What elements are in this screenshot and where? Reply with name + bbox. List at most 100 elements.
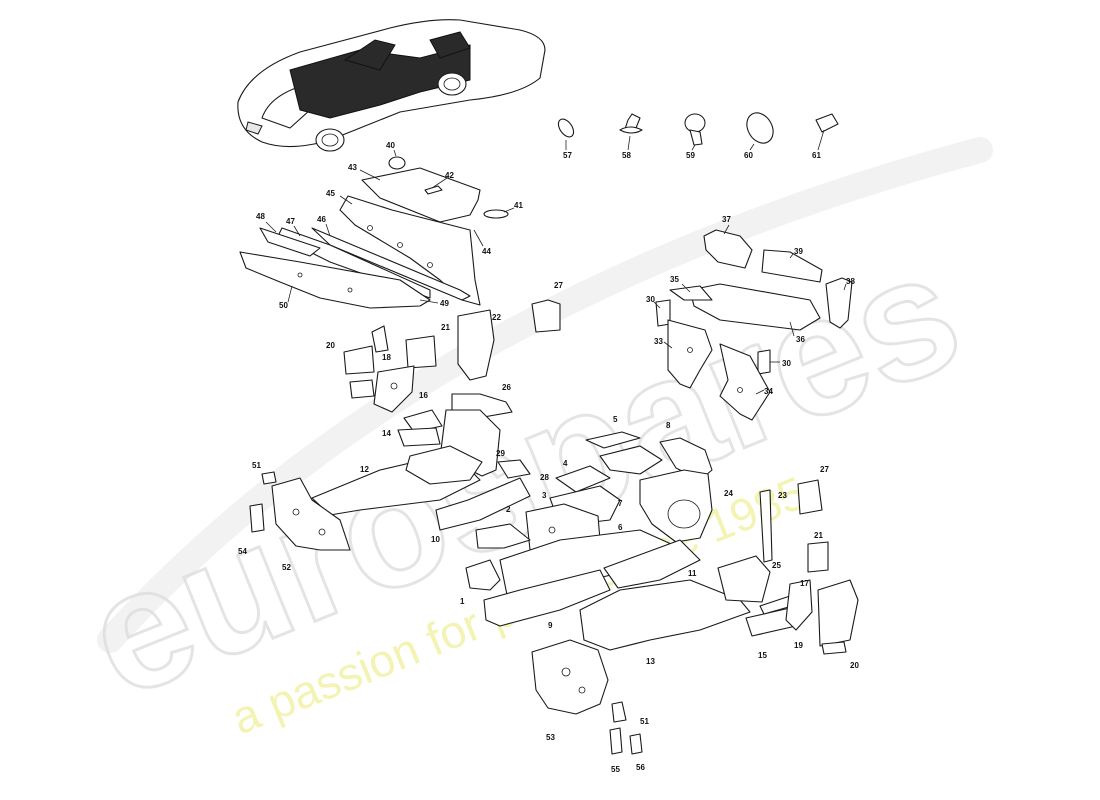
callout-labels: 57 58 59 60 61 40 43 42 41 44 45 46 47 4… (238, 141, 859, 774)
part-60-cover-pad[interactable] (742, 108, 779, 148)
callout-30-lower: 30 (782, 359, 791, 368)
callout-40: 40 (386, 141, 395, 150)
callout-59: 59 (686, 151, 695, 160)
part-51-upper[interactable] (261, 471, 277, 485)
part-12-upper[interactable] (405, 445, 483, 485)
part-33[interactable] (667, 319, 713, 389)
part-50[interactable] (239, 251, 431, 309)
callout-58: 58 (622, 151, 631, 160)
callout-52: 52 (282, 563, 291, 572)
part-2[interactable] (475, 523, 531, 549)
callout-53: 53 (546, 733, 555, 742)
part-19[interactable] (785, 579, 813, 631)
part-57-grommet[interactable] (555, 116, 576, 139)
callout-13: 13 (646, 657, 655, 666)
callout-19: 19 (794, 641, 803, 650)
part-10[interactable] (435, 477, 531, 531)
callout-4: 4 (563, 459, 568, 468)
callout-35: 35 (670, 275, 679, 284)
callout-29: 29 (496, 449, 505, 458)
callout-48: 48 (256, 212, 265, 221)
callout-27-right: 27 (820, 465, 829, 474)
callout-34: 34 (764, 387, 773, 396)
callout-47: 47 (286, 217, 295, 226)
part-21-right[interactable] (807, 541, 829, 573)
callout-57: 57 (563, 151, 572, 160)
part-35[interactable] (669, 285, 713, 301)
part-4[interactable] (555, 465, 611, 493)
part-51-lower[interactable] (611, 701, 627, 723)
part-27-right[interactable] (797, 479, 823, 515)
part-11[interactable] (603, 539, 701, 589)
part-18-strip[interactable] (371, 325, 389, 353)
callout-21-right: 21 (814, 531, 823, 540)
callout-7: 7 (618, 499, 623, 508)
callout-43: 43 (348, 163, 357, 172)
callout-41: 41 (514, 201, 523, 210)
callout-46: 46 (317, 215, 326, 224)
part-28[interactable] (497, 459, 531, 479)
callout-37: 37 (722, 215, 731, 224)
part-46[interactable] (311, 227, 471, 301)
part-8-upper[interactable] (659, 437, 713, 481)
callout-30-upper: 30 (646, 295, 655, 304)
part-20-left-pad[interactable] (349, 379, 375, 399)
part-39[interactable] (761, 249, 823, 283)
part-30-lower[interactable] (757, 349, 771, 375)
part-21-left[interactable] (405, 335, 437, 369)
right-tunnel-group (475, 431, 713, 557)
part-25[interactable] (717, 555, 771, 603)
part-27-centre[interactable] (531, 299, 561, 333)
part-36[interactable] (689, 283, 821, 331)
part-20-left[interactable] (343, 345, 375, 375)
callout-44: 44 (482, 247, 491, 256)
fixings-row (555, 108, 839, 148)
part-52[interactable] (271, 477, 351, 551)
callout-61: 61 (812, 151, 821, 160)
callout-8: 8 (666, 421, 671, 430)
part-20-right[interactable] (817, 579, 859, 647)
part-61-bracket[interactable] (815, 113, 839, 133)
part-54[interactable] (249, 503, 265, 533)
callout-18: 18 (382, 353, 391, 362)
part-59-push-clip[interactable] (684, 113, 706, 146)
callout-17: 17 (800, 579, 809, 588)
part-20-right-pad[interactable] (821, 641, 847, 655)
part-55[interactable] (609, 727, 623, 755)
callout-33: 33 (654, 337, 663, 346)
part-58-clip[interactable] (619, 113, 643, 134)
part-23[interactable] (759, 489, 773, 563)
rear-quarter-group (655, 299, 771, 421)
leader-lines (265, 129, 847, 395)
part-38[interactable] (825, 277, 853, 329)
part-22[interactable] (457, 309, 495, 381)
part-43[interactable] (361, 167, 481, 223)
part-9[interactable] (483, 569, 611, 627)
part-4-upper[interactable] (599, 445, 663, 475)
callout-14: 14 (382, 429, 391, 438)
callout-1: 1 (460, 597, 465, 606)
part-5[interactable] (585, 431, 641, 449)
callout-28: 28 (540, 473, 549, 482)
callout-12: 12 (360, 465, 369, 474)
callout-11: 11 (688, 569, 697, 578)
part-56[interactable] (629, 733, 643, 755)
floor-tunnel-group (311, 299, 561, 531)
part-53[interactable] (531, 639, 609, 715)
callout-49: 49 (440, 299, 449, 308)
callout-23: 23 (778, 491, 787, 500)
part-16[interactable] (403, 409, 443, 433)
part-1[interactable] (465, 559, 501, 591)
part-13[interactable] (579, 579, 751, 651)
part-41[interactable] (483, 209, 509, 219)
callout-51-lower: 51 (640, 717, 649, 726)
part-40[interactable] (388, 156, 406, 170)
part-37[interactable] (703, 229, 753, 269)
part-14[interactable] (397, 427, 441, 447)
callout-2: 2 (506, 505, 511, 514)
lower-front-group (531, 639, 643, 755)
part-48[interactable] (259, 227, 321, 257)
part-34[interactable] (719, 343, 771, 421)
callout-16: 16 (419, 391, 428, 400)
